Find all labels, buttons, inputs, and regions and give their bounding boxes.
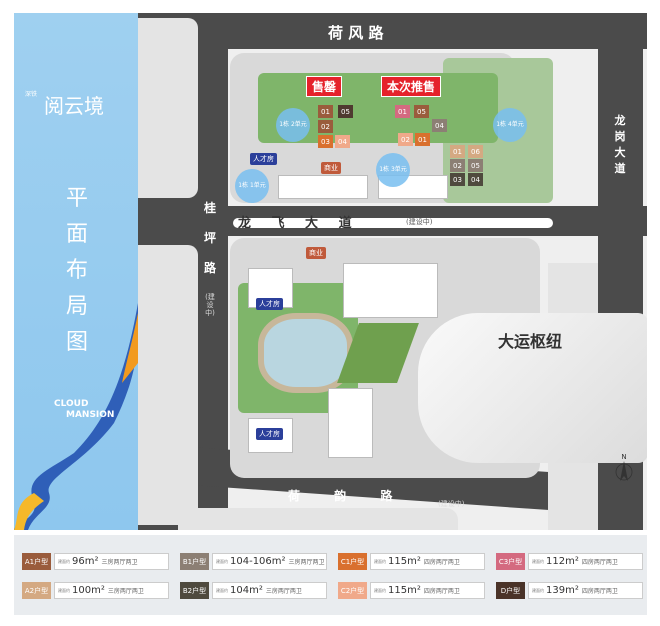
- road-label-heyun: 荷 韵 路: [288, 489, 393, 503]
- north-label: N: [621, 453, 627, 461]
- road-label-guiping: 桂 坪 路: [203, 201, 216, 275]
- legend-type-tag: C2户型: [338, 582, 367, 599]
- unit-02: 02: [450, 159, 465, 172]
- legend-area: 115m²: [388, 585, 421, 596]
- legend-desc: 三房两厅两卫: [107, 588, 144, 595]
- unit-01: 01: [415, 133, 430, 146]
- now-selling-tag: 本次推售: [381, 76, 442, 97]
- north-arrow: N: [614, 453, 634, 487]
- unit-02: 02: [398, 133, 413, 146]
- project-name: 阅云境: [44, 94, 104, 118]
- legend-prefix: 建面约: [216, 587, 228, 593]
- commercial-tag-north: 商业: [321, 162, 341, 174]
- legend-area: 96m²: [72, 556, 99, 567]
- legend-area: 115m²: [388, 556, 421, 567]
- english-name-line1: CLOUD: [54, 399, 89, 409]
- legend-desc: 四房两厅两卫: [581, 559, 618, 566]
- road-label-longgang: 龙 岗 大 道: [614, 114, 626, 175]
- building-1-unit-2[interactable]: 1栋 2单元: [276, 108, 310, 142]
- road-label-hefeng: 荷 风 路: [328, 24, 384, 42]
- sold-out-tag: 售罄: [306, 76, 343, 97]
- unit-04: 04: [432, 119, 447, 132]
- unit-04: 04: [335, 135, 350, 148]
- unit-01: 01: [318, 105, 333, 118]
- road-label-longfei: 龙 飞 大 道: [238, 216, 352, 231]
- legend-desc: 四房两厅两卫: [423, 588, 460, 595]
- building-1-unit-3[interactable]: 1栋 3单元: [376, 153, 410, 187]
- site-plan-map: 大运枢纽 荷 风 路 龙 飞 大 道 (建设中) 桂 坪 路 (建设中) 荷 韵…: [138, 13, 647, 530]
- unit-01: 01: [450, 145, 465, 158]
- legend-type-tag: B1户型: [180, 553, 209, 570]
- legend-type-tag: C3户型: [496, 553, 525, 570]
- unit-type-legend: [14, 535, 647, 615]
- legend-type-tag: C1户型: [338, 553, 367, 570]
- building-1-unit-4[interactable]: 1栋 4单元: [493, 108, 527, 142]
- legend-desc: 四房两厅两卫: [581, 588, 618, 595]
- legend-desc: 三房两厅两卫: [101, 559, 138, 566]
- ribbon-decoration: [14, 303, 138, 530]
- legend-prefix: 建面约: [374, 558, 386, 564]
- building-1-unit-1[interactable]: 1栋 1单元: [235, 169, 269, 203]
- unit-01: 01: [395, 105, 410, 118]
- legend-prefix: 建面约: [216, 558, 228, 564]
- company-logo: 深铁: [24, 91, 37, 98]
- legend-area: 104m²: [230, 585, 263, 596]
- legend-prefix: 建面约: [58, 558, 70, 564]
- legend-type-tag: B2户型: [180, 582, 209, 599]
- commercial-tower-2: [328, 388, 373, 458]
- legend-area: 100m²: [72, 585, 105, 596]
- page-title: 平面布局图: [65, 186, 88, 355]
- legend-type-tag: A2户型: [22, 582, 51, 599]
- legend-area: 104-106m²: [230, 556, 286, 567]
- unit-02: 02: [318, 120, 333, 133]
- unit-05: 05: [468, 159, 483, 172]
- unit-05: 05: [414, 105, 429, 118]
- commercial-tower-1: [343, 263, 438, 318]
- talent-housing-tag-2: 人才房: [256, 298, 283, 310]
- commercial-tag-south: 商业: [306, 247, 326, 259]
- legend-area: 112m²: [546, 556, 579, 567]
- legend-prefix: 建面约: [532, 587, 544, 593]
- talent-housing-tag-1: 人才房: [250, 153, 277, 165]
- legend-desc: 四房两厅两卫: [423, 559, 460, 566]
- unit-04: 04: [468, 173, 483, 186]
- unit-05: 05: [338, 105, 353, 118]
- legend-desc: 三房两厅两卫: [288, 559, 325, 566]
- legend-desc: 三房两厅两卫: [265, 588, 302, 595]
- road-note-heyun: (建设中): [438, 500, 465, 508]
- hub-label: 大运枢纽: [498, 332, 563, 351]
- legend-area: 139m²: [546, 585, 579, 596]
- transit-hub: [418, 313, 647, 463]
- legend-type-tag: A1户型: [22, 553, 51, 570]
- unit-06: 06: [468, 145, 483, 158]
- legend-type-tag: D户型: [496, 582, 525, 599]
- talent-housing-tag-3: 人才房: [256, 428, 283, 440]
- english-name-line2: MANSION: [66, 410, 115, 420]
- unit-03: 03: [450, 173, 465, 186]
- road-note-longfei: (建设中): [406, 218, 433, 226]
- legend-prefix: 建面约: [532, 558, 544, 564]
- legend-prefix: 建面约: [374, 587, 386, 593]
- legend-prefix: 建面约: [58, 587, 70, 593]
- road-note-guiping: (建设中): [205, 293, 215, 317]
- unit-03: 03: [318, 135, 333, 148]
- compass-icon: [615, 461, 633, 481]
- brand-panel: 深铁 阅云境 平面布局图 CLOUD MANSION: [14, 13, 138, 530]
